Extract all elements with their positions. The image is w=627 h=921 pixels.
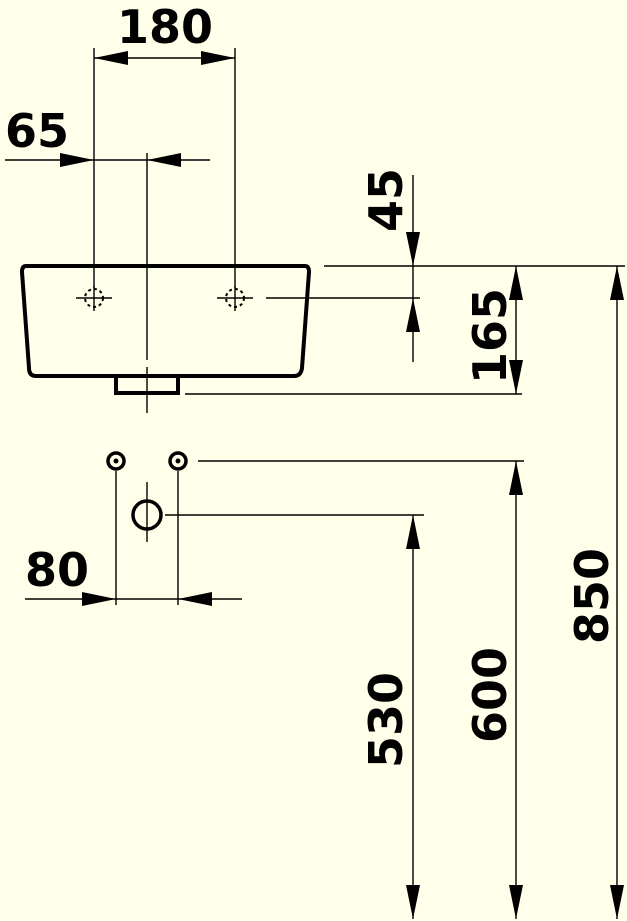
- dimension-165: 165: [185, 265, 625, 395]
- dimension-530-label: 530: [359, 672, 413, 768]
- dimension-65-label: 65: [5, 104, 69, 158]
- dimension-80-label: 80: [25, 543, 89, 597]
- dimension-180-label: 180: [117, 0, 213, 54]
- dimension-45-label: 45: [359, 168, 413, 232]
- dimension-850-label: 850: [565, 548, 619, 644]
- supply-pipe-right-icon: [168, 451, 188, 471]
- dimension-80: 80: [25, 543, 242, 606]
- dimension-65: 65: [5, 104, 210, 167]
- tap-hole-left-icon: [76, 286, 112, 311]
- dimension-165-label: 165: [463, 288, 517, 384]
- dimension-600-label: 600: [463, 647, 517, 743]
- dimension-530: 530: [165, 514, 424, 919]
- dimension-600: 600: [198, 460, 524, 919]
- dimension-850: 850: [565, 266, 624, 919]
- dimension-180: 180: [93, 0, 236, 288]
- supply-pipe-left-icon: [106, 451, 126, 471]
- tap-hole-right-icon: [217, 286, 253, 311]
- basin-outline: [19, 264, 312, 395]
- dimension-45: 45: [266, 168, 420, 362]
